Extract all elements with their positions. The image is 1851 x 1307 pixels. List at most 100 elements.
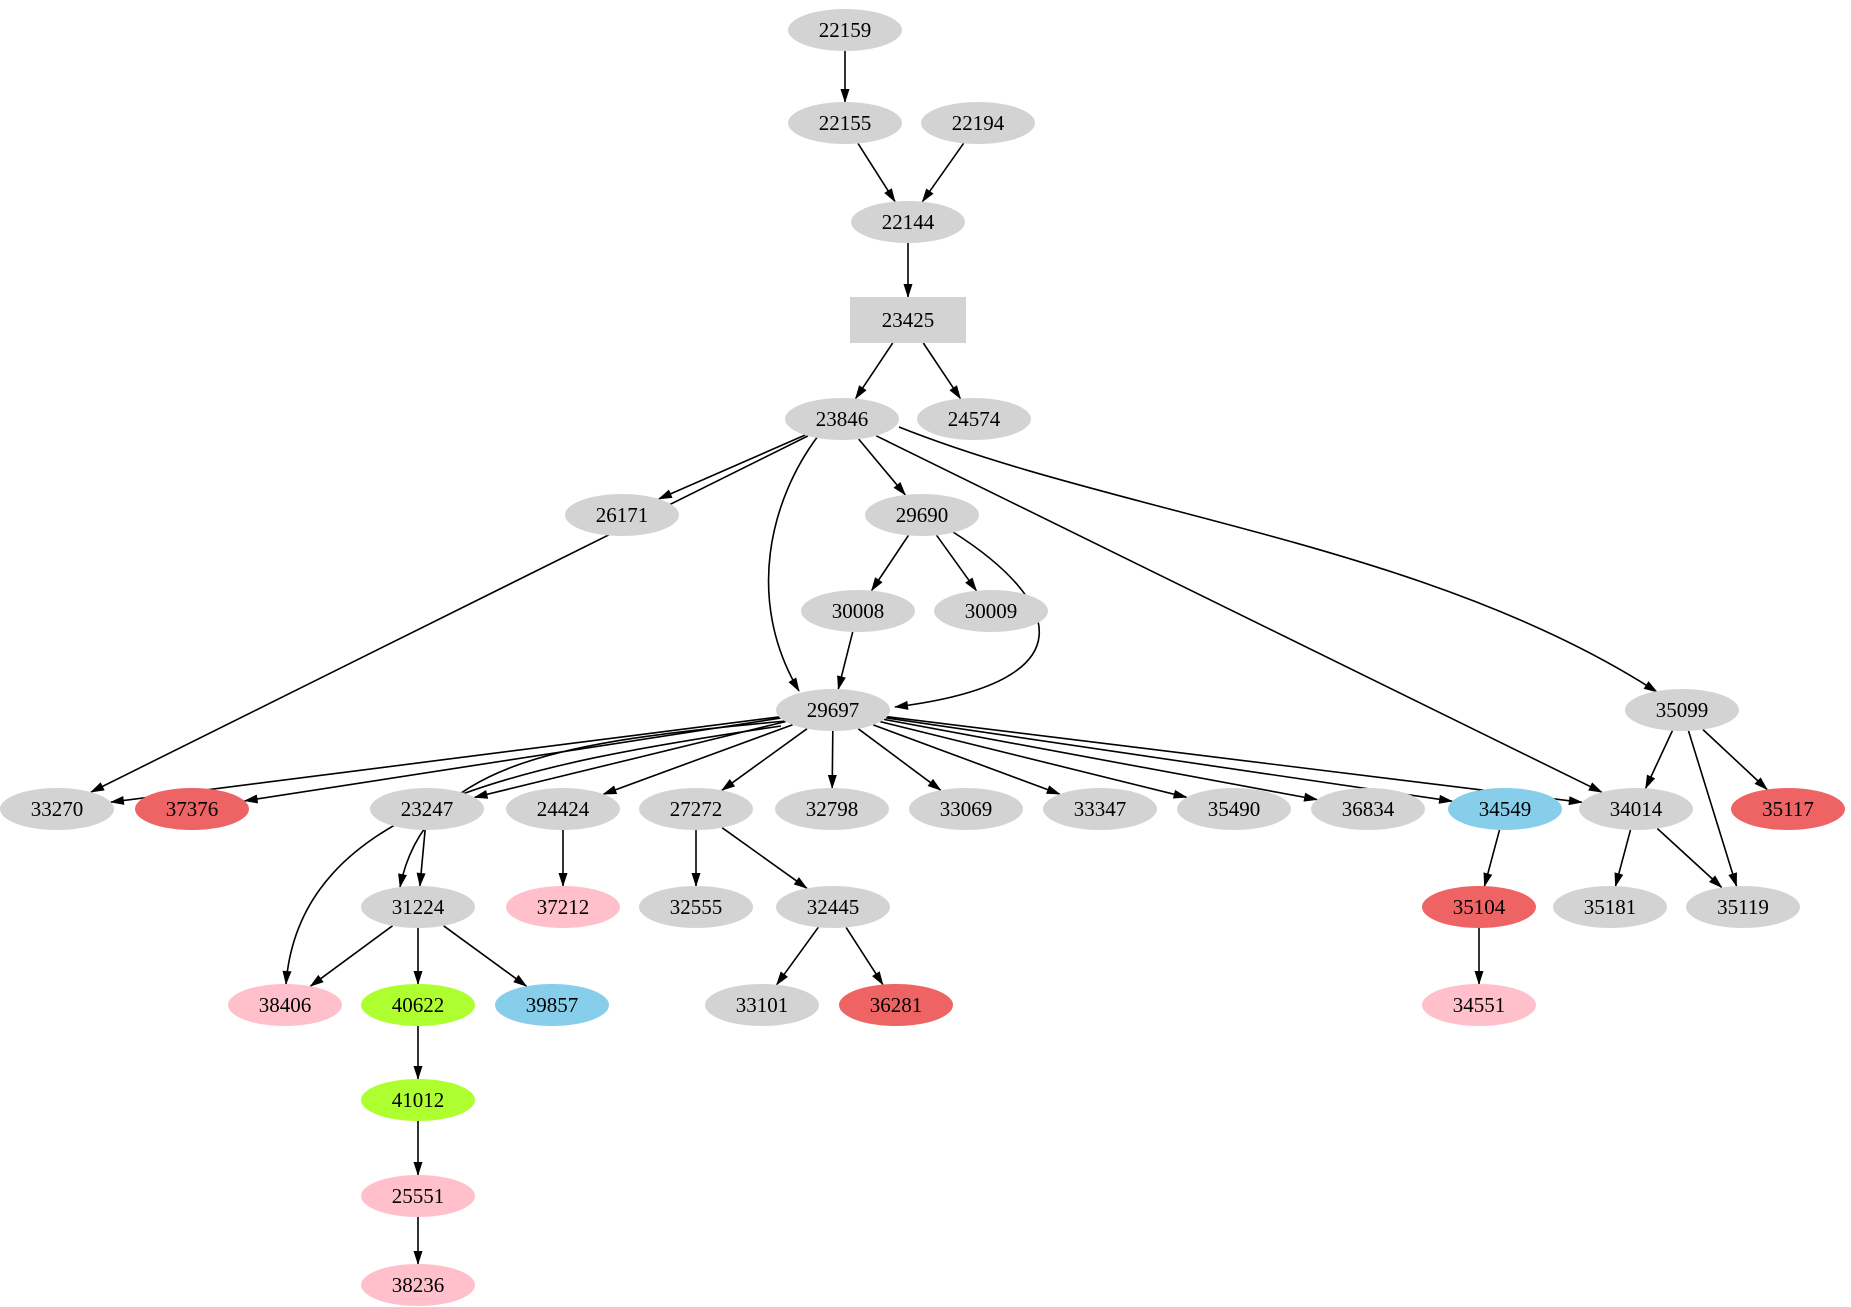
node-ellipse-35117 (1731, 788, 1845, 830)
node-ellipse-35490 (1177, 788, 1291, 830)
node-label-30008: 30008 (832, 599, 885, 623)
node-label-35119: 35119 (1717, 895, 1769, 919)
edge-34549-35104 (1483, 829, 1501, 888)
node-label-39857: 39857 (526, 993, 579, 1017)
node-ellipse-22155 (788, 102, 902, 144)
node-ellipse-39857 (495, 984, 609, 1026)
node-label-36281: 36281 (870, 993, 923, 1017)
node-33270: 33270 (0, 788, 114, 830)
edge-29697-34014 (887, 715, 1583, 806)
node-30009: 30009 (934, 590, 1048, 632)
node-label-24574: 24574 (948, 407, 1001, 431)
edge-29697-32798 (827, 730, 837, 789)
node-27272: 27272 (639, 788, 753, 830)
node-37212: 37212 (506, 886, 620, 928)
node-35104: 35104 (1422, 886, 1536, 928)
edge-29697-23247 (473, 720, 786, 799)
node-38236: 38236 (361, 1264, 475, 1306)
node-label-33270: 33270 (31, 797, 84, 821)
node-label-25551: 25551 (392, 1184, 445, 1208)
node-ellipse-38406 (228, 984, 342, 1026)
node-29697: 29697 (776, 689, 890, 731)
node-32798: 32798 (775, 788, 889, 830)
node-label-41012: 41012 (392, 1088, 445, 1112)
node-ellipse-25551 (361, 1175, 475, 1217)
edge-23846-33270 (90, 435, 809, 793)
node-label-23425: 23425 (882, 308, 935, 332)
node-label-22194: 22194 (952, 111, 1005, 135)
node-label-22155: 22155 (819, 111, 872, 135)
node-32555: 32555 (639, 886, 753, 928)
edge-29697-31224 (398, 720, 787, 888)
node-41012: 41012 (361, 1079, 475, 1121)
edge-35099-34014 (1644, 730, 1674, 790)
node-30008: 30008 (801, 590, 915, 632)
node-34549: 34549 (1448, 788, 1562, 830)
node-label-32445: 32445 (807, 895, 860, 919)
node-label-35104: 35104 (1453, 895, 1506, 919)
node-label-35117: 35117 (1762, 797, 1814, 821)
node-label-38406: 38406 (259, 993, 312, 1017)
edge-31224-38406 (309, 925, 393, 987)
node-ellipse-35119 (1686, 886, 1800, 928)
node-23425: 23425 (850, 297, 966, 343)
node-35117: 35117 (1731, 788, 1845, 830)
edge-23425-23846 (854, 342, 894, 400)
node-label-23846: 23846 (816, 407, 869, 431)
edge-29697-35490 (880, 720, 1188, 799)
node-ellipse-32445 (776, 886, 890, 928)
node-ellipse-22144 (851, 201, 965, 243)
node-22159: 22159 (788, 9, 902, 51)
node-label-36834: 36834 (1342, 797, 1395, 821)
node-label-35181: 35181 (1584, 895, 1637, 919)
node-label-34549: 34549 (1479, 797, 1532, 821)
edge-34014-35181 (1614, 829, 1632, 888)
edge-27272-32445 (721, 827, 808, 889)
node-label-24424: 24424 (537, 797, 590, 821)
node-label-22144: 22144 (882, 210, 935, 234)
node-29690: 29690 (865, 494, 979, 536)
node-31224: 31224 (361, 886, 475, 928)
node-ellipse-36834 (1311, 788, 1425, 830)
node-40622: 40622 (361, 984, 475, 1026)
node-label-37376: 37376 (166, 797, 219, 821)
edge-29697-34549 (885, 717, 1454, 804)
edge-29697-38406 (282, 725, 782, 985)
node-ellipse-34014 (1579, 788, 1693, 830)
node-label-22159: 22159 (819, 18, 872, 42)
edge-29690-30009 (935, 534, 978, 592)
node-label-40622: 40622 (392, 993, 445, 1017)
node-label-33101: 33101 (736, 993, 789, 1017)
node-label-29690: 29690 (896, 503, 949, 527)
edge-29690-30008 (870, 534, 910, 592)
edge-23846-29697 (767, 435, 819, 692)
node-36834: 36834 (1311, 788, 1425, 830)
edge-29697-33069 (857, 728, 942, 791)
edge-29697-24424 (602, 724, 793, 795)
node-label-35490: 35490 (1208, 797, 1261, 821)
node-label-23247: 23247 (401, 797, 454, 821)
node-ellipse-36281 (839, 984, 953, 1026)
node-ellipse-41012 (361, 1079, 475, 1121)
node-35119: 35119 (1686, 886, 1800, 928)
node-label-38236: 38236 (392, 1273, 445, 1297)
node-26171: 26171 (565, 494, 679, 536)
node-ellipse-35099 (1625, 689, 1739, 731)
edge-30008-29697 (837, 631, 854, 691)
node-ellipse-24574 (917, 398, 1031, 440)
node-35181: 35181 (1553, 886, 1667, 928)
node-label-33347: 33347 (1074, 797, 1127, 821)
edge-29697-36834 (883, 718, 1319, 802)
edge-32445-33101 (776, 926, 819, 986)
node-box-23425 (850, 297, 966, 343)
node-ellipse-35181 (1553, 886, 1667, 928)
node-label-35099: 35099 (1656, 698, 1709, 722)
edge-35099-35117 (1702, 728, 1768, 791)
node-39857: 39857 (495, 984, 609, 1026)
edge-29697-33270 (109, 716, 780, 805)
nodes-layer: 22159 22155 22194 22144 23425 23846 24574 26171… (0, 9, 1845, 1306)
node-label-29697: 29697 (807, 698, 860, 722)
node-22144: 22144 (851, 201, 965, 243)
node-ellipse-30009 (934, 590, 1048, 632)
